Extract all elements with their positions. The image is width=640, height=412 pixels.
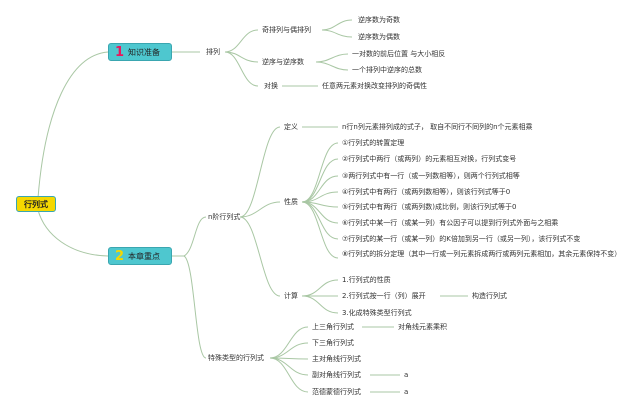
root-label: 行列式 [24, 199, 48, 209]
section-2-box[interactable]: 2 本章重点 [108, 247, 172, 265]
property-item[interactable]: ⑧行列式的拆分定理（其中一行或一列元素拆成两行或两列元素相加，其余元素保持不变） [342, 250, 622, 258]
node-njie[interactable]: n阶行列式 [208, 213, 241, 221]
section-1-box[interactable]: 1 知识准备 [108, 43, 172, 61]
node-dingyi-1[interactable]: n行n列元素排列成的式子， 取自不同行不同列的n个元素相乘 [342, 123, 533, 131]
node-nixu-1[interactable]: 一对数的前后位置 与大小相反 [352, 50, 446, 58]
node-jisuan-2[interactable]: 2.行列式按一行（列）展开 [342, 292, 426, 300]
node-jiou-even[interactable]: 逆序数为偶数 [358, 33, 400, 41]
section-1-label: 知识准备 [128, 47, 161, 57]
section-1-number: 1 [115, 44, 125, 60]
node-xingzhi[interactable]: 性质 [284, 198, 298, 206]
node-jiou[interactable]: 奇排列与偶排列 [262, 26, 311, 34]
node-teshu-4-sub[interactable]: a [404, 371, 409, 379]
node-teshu-1-sub[interactable]: 对角线元素乘积 [398, 323, 447, 331]
section-2-number: 2 [115, 248, 125, 264]
property-item[interactable]: ①行列式的转置定理 [342, 139, 405, 147]
property-item[interactable]: ②行列式中两行（或两列）的元素相互对换，行列式变号 [342, 155, 517, 163]
section-2-label: 本章重点 [128, 251, 161, 261]
node-jiou-odd[interactable]: 逆序数为奇数 [358, 16, 400, 24]
node-teshu-4[interactable]: 副对角线行列式 [312, 371, 361, 379]
node-jisuan-3[interactable]: 3.化成特殊类型行列式 [342, 309, 412, 317]
node-teshu-5-sub[interactable]: a [404, 388, 409, 396]
root-node[interactable]: 行列式 [16, 196, 56, 212]
property-item[interactable]: ⑦行列式的某一行（或某一列）的K倍加到另一行（或另一列），该行列式不变 [342, 235, 581, 243]
node-teshu-2[interactable]: 下三角行列式 [312, 339, 354, 347]
node-teshu-3[interactable]: 主对角线行列式 [312, 355, 361, 363]
property-item[interactable]: ⑥行列式中某一行（或某一列）有公因子可以提到行列式外面与之相乘 [342, 219, 559, 227]
property-item[interactable]: ④行列式中有两行（或两列数相等），则该行列式等于0 [342, 188, 511, 196]
node-teshu-5[interactable]: 范德蒙德行列式 [312, 388, 361, 396]
node-teshu[interactable]: 特殊类型的行列式 [208, 354, 264, 362]
node-teshu-1[interactable]: 上三角行列式 [312, 323, 354, 331]
node-pailie[interactable]: 排列 [206, 48, 220, 56]
node-jisuan[interactable]: 计算 [284, 292, 298, 300]
node-jisuan-1[interactable]: 1.行列式的性质 [342, 276, 391, 284]
node-duihuan-1[interactable]: 任意两元素对换改变排列的奇偶性 [322, 82, 427, 90]
property-item[interactable]: ⑤行列式中有两行（或两列数)成比例，则该行列式等于0 [342, 203, 517, 211]
node-nixu[interactable]: 逆序与逆序数 [262, 58, 304, 66]
node-duihuan[interactable]: 对换 [264, 82, 278, 90]
node-nixu-2[interactable]: 一个排列中逆序的总数 [352, 66, 422, 74]
node-dingyi[interactable]: 定义 [284, 123, 298, 131]
node-jisuan-2-sub[interactable]: 构造行列式 [472, 292, 507, 300]
property-item[interactable]: ③两行列式中有一行（或一列数相等），则两个行列式相等 [342, 172, 520, 180]
